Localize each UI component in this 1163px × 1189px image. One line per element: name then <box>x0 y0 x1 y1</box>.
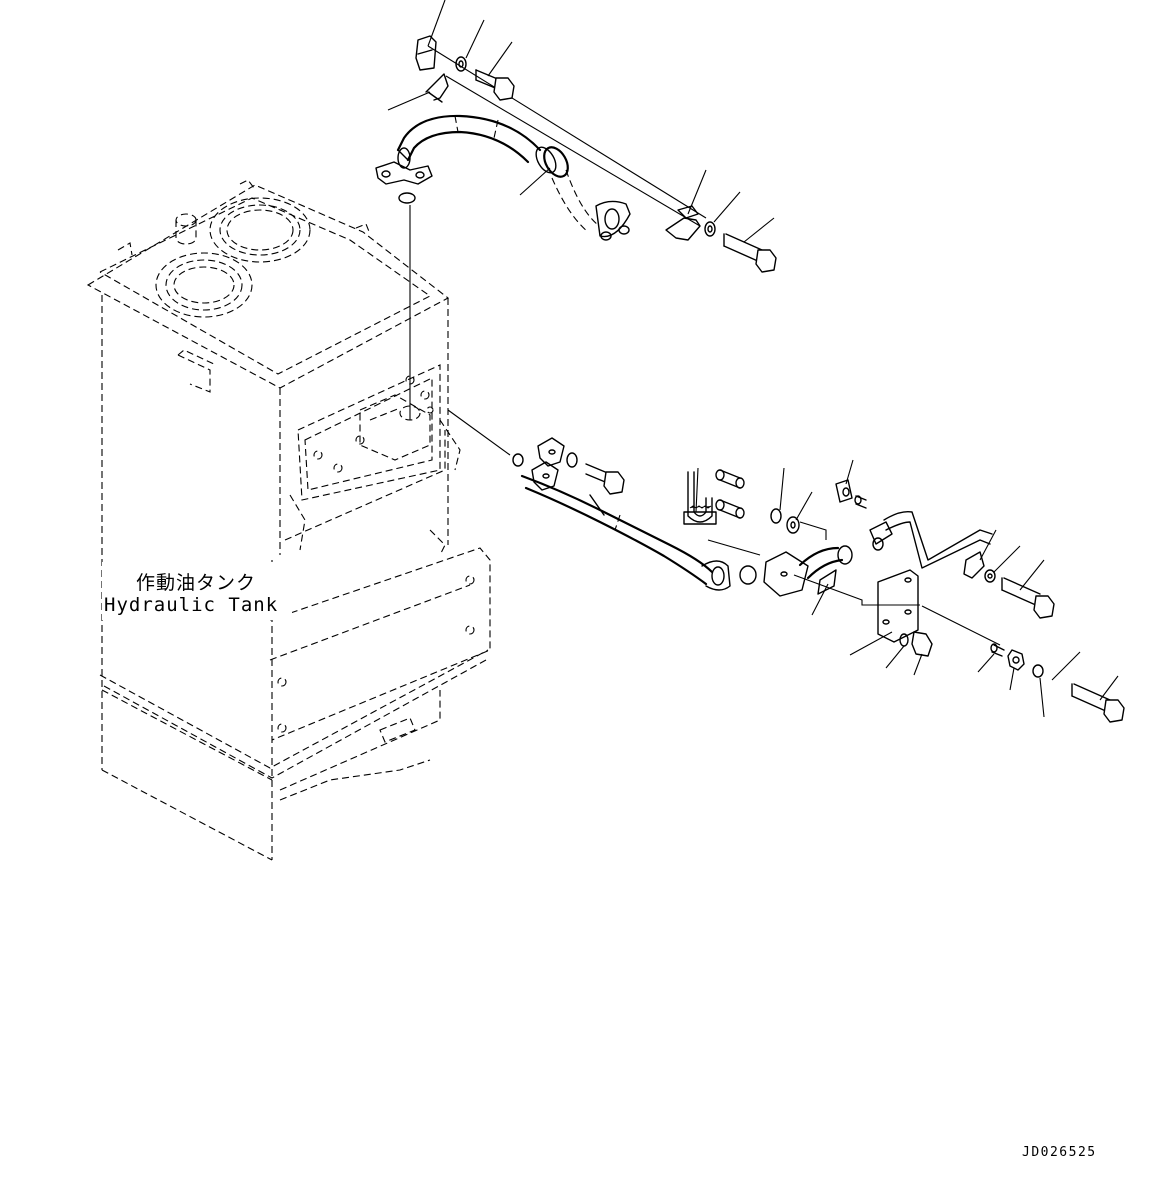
tank-label-japanese: 作動油タンク <box>136 572 257 594</box>
lower-pipe-assembly <box>447 409 1125 723</box>
callout-leaders <box>387 0 1119 718</box>
tank-label-english: Hydraulic Tank <box>104 594 279 616</box>
drawing-number: JD026525 <box>1022 1145 1097 1160</box>
upper-hose-assembly <box>375 35 777 420</box>
hydraulic-tank <box>86 179 491 861</box>
